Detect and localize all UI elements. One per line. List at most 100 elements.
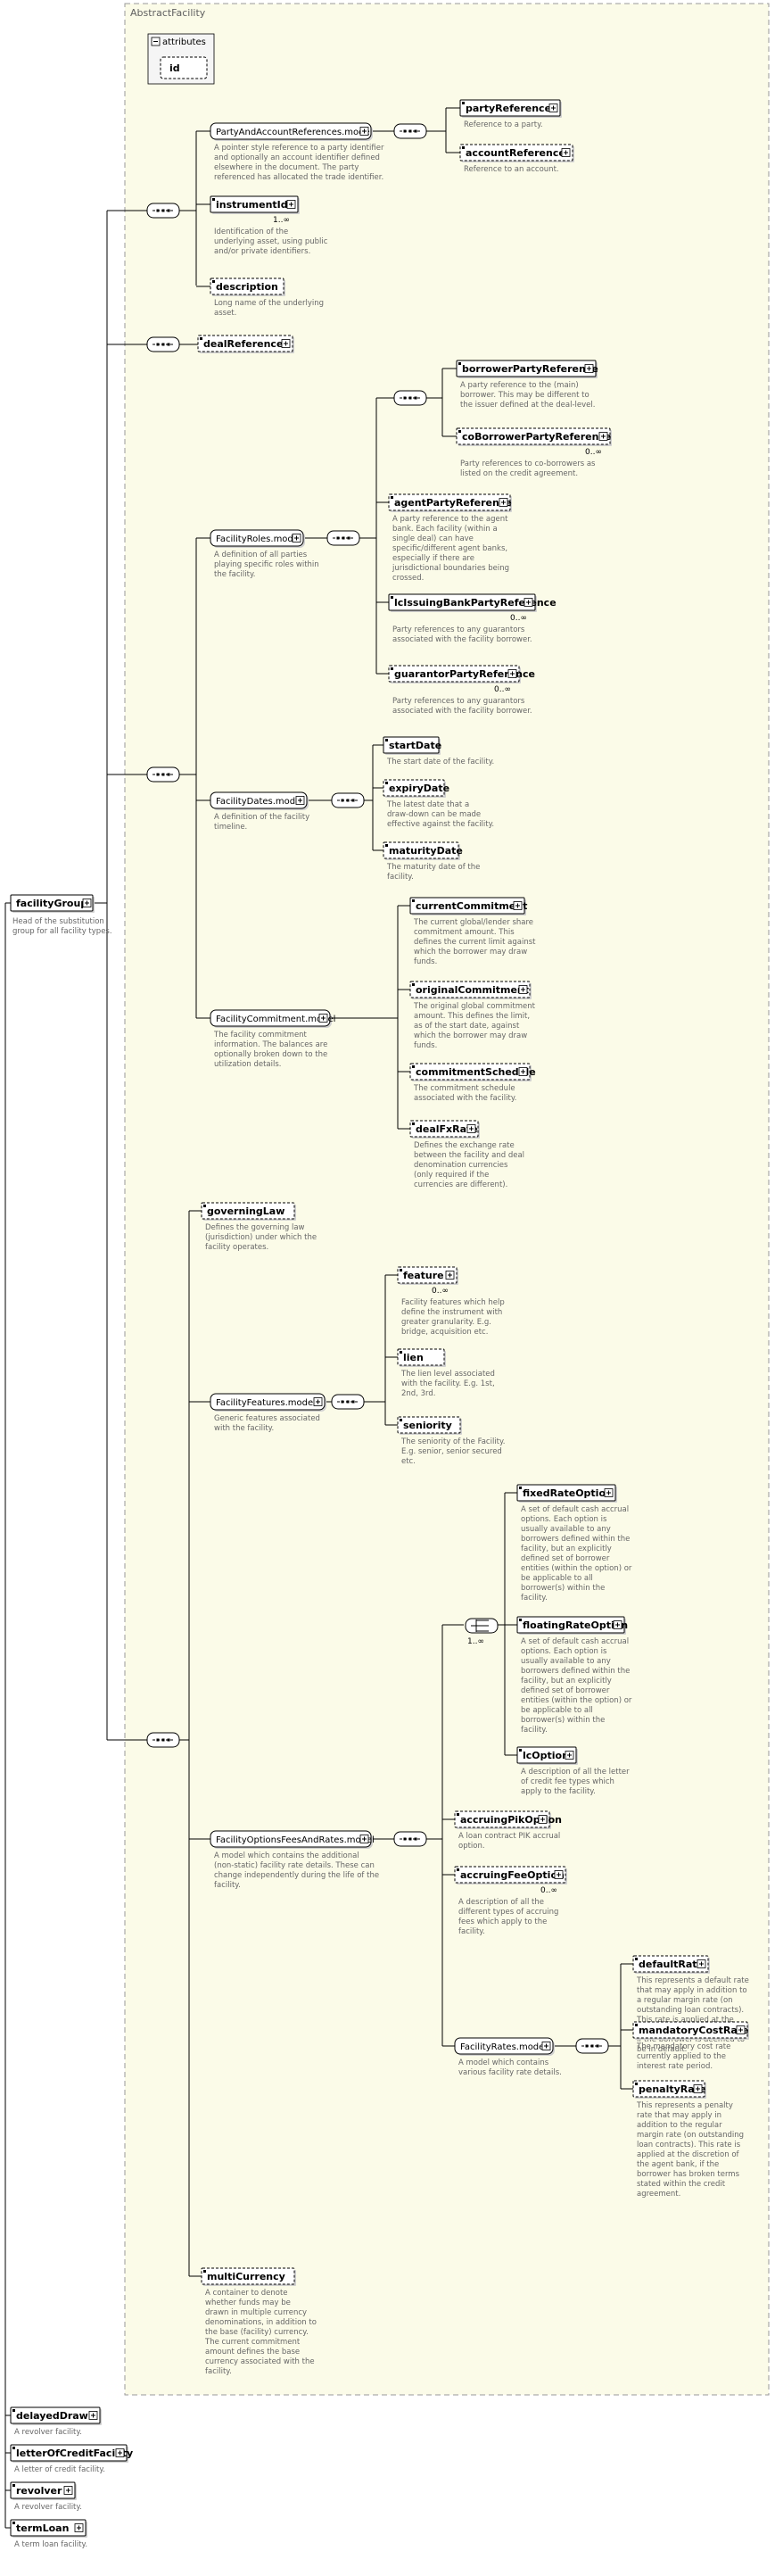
node-description: outstanding loan contracts).: [637, 2006, 744, 2015]
sequence-compositor[interactable]: [393, 1831, 427, 1847]
node-description: A loan contract PIK accrual: [458, 1832, 560, 1841]
node-description: margin rate (on outstanding: [637, 2131, 744, 2140]
connectors: [4, 107, 633, 2529]
multiplicity: 0..∞: [432, 1287, 449, 1296]
node-description: a regular margin rate (on: [637, 1996, 733, 2005]
node-description: (only required if the: [414, 1171, 489, 1180]
sequence-compositor[interactable]: [146, 766, 180, 783]
sequence-compositor[interactable]: [393, 123, 427, 139]
node-description: change independently during the life of …: [214, 1871, 379, 1880]
node-accruingPikOption[interactable]: accruingPikOption A loan contract PIK acc…: [454, 1810, 562, 1851]
node-description: facility, but an explicitly: [521, 1677, 612, 1686]
node-label: PartyAndAccountReferences.model: [216, 128, 372, 137]
node-description: The current commitment: [204, 2338, 301, 2347]
node-dealReference[interactable]: dealReference: [197, 335, 294, 353]
sequence-compositor[interactable]: [146, 1732, 180, 1748]
sequence-compositor[interactable]: [393, 390, 427, 406]
node-description: Defines the governing law: [205, 1223, 305, 1232]
node-description: A description of all the letter: [521, 1768, 630, 1777]
choice-compositor[interactable]: 1..∞: [465, 1618, 499, 1646]
node-label: lcOption: [523, 1750, 569, 1761]
node-description: Identification of the: [214, 228, 288, 236]
node-description: define the instrument with: [401, 1308, 502, 1317]
node-label: dealReference: [203, 338, 283, 350]
node-label: agentPartyReference: [394, 497, 512, 509]
node-description: the issuer defined at the deal-level.: [460, 401, 595, 410]
node-description: which the borrower may draw: [414, 1031, 527, 1040]
sequence-compositor[interactable]: [326, 530, 360, 546]
node-label: FacilityRoles.model: [216, 534, 301, 544]
sequence-compositor[interactable]: [146, 336, 180, 352]
node-description: facility.: [458, 1927, 485, 1936]
sequence-compositor[interactable]: [331, 1394, 365, 1410]
node-description: as of the start date, against: [414, 1022, 520, 1031]
node-description: between the facility and deal: [414, 1151, 524, 1160]
node-description: (non-static) facility rate details. Thes…: [214, 1861, 375, 1870]
node-label: floatingRateOption: [523, 1619, 628, 1631]
node-description: The lien level associated: [400, 1370, 495, 1379]
sequence-compositor[interactable]: [575, 2038, 609, 2054]
node-description: This rate is applied at the: [636, 2016, 734, 2025]
node-description: currency associated with the: [205, 2357, 315, 2366]
node-description: facility operates.: [205, 1243, 268, 1252]
node-description: crossed.: [392, 574, 424, 583]
node-label: expiryDate: [389, 783, 449, 794]
node-description: This represents a penalty: [636, 2101, 733, 2110]
node-label: accruingPikOption: [460, 1814, 562, 1826]
node-label: startDate: [389, 740, 441, 751]
node-description: funds.: [414, 1041, 437, 1050]
node-description: associated with the facility.: [414, 1094, 516, 1103]
node-description: the agent bank, if the: [637, 2160, 719, 2169]
sequence-compositor[interactable]: [146, 203, 180, 219]
node-description: borrowers defined within the: [521, 1667, 630, 1676]
node-label: FacilityOptionsFeesAndRates.model: [216, 1835, 375, 1845]
node-description: apply to the facility.: [521, 1787, 596, 1796]
node-description: The commitment schedule: [413, 1084, 515, 1093]
sequence-compositor[interactable]: [331, 792, 365, 808]
node-description: options. Each option is: [521, 1515, 607, 1524]
attributes-group[interactable]: attributes id: [147, 33, 215, 85]
abstract-facility-frame: [124, 3, 770, 2396]
node-description: facility.: [387, 873, 414, 882]
